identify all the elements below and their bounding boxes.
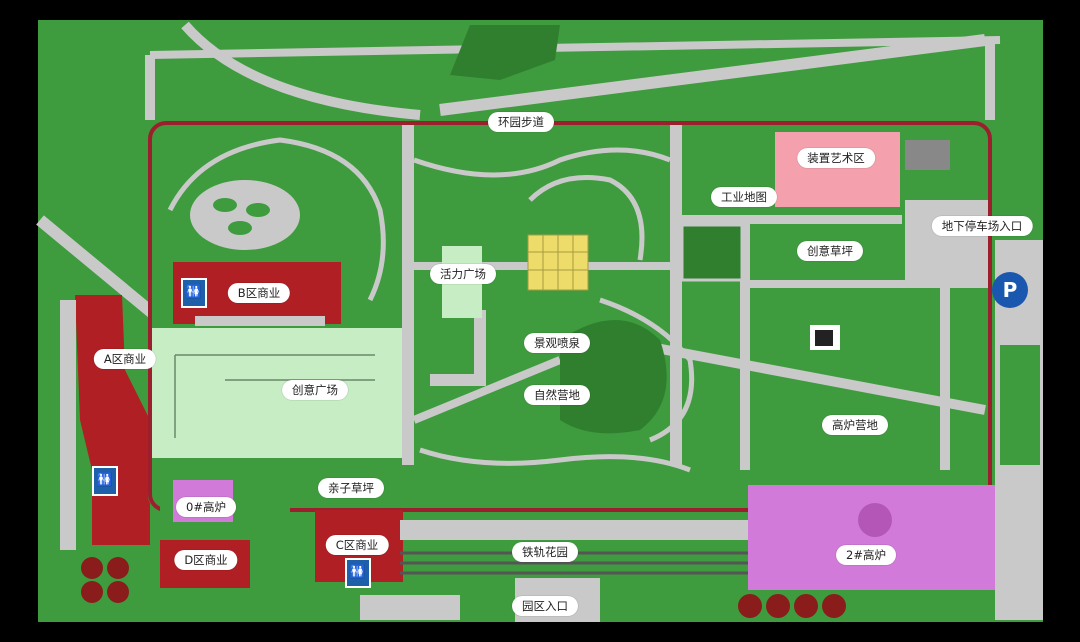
label-vitality-plaza: 活力广场 bbox=[430, 264, 496, 284]
loop-trail-line bbox=[148, 121, 992, 512]
parking-grid bbox=[905, 200, 990, 280]
ind-block bbox=[680, 223, 744, 282]
bottom-path bbox=[360, 595, 460, 620]
label-b-commercial: B区商业 bbox=[227, 283, 291, 303]
label-furnace-2: 2#高炉 bbox=[836, 545, 896, 565]
tank-7 bbox=[794, 594, 818, 618]
top-dark-grass bbox=[450, 25, 560, 80]
curve-path-1 bbox=[167, 137, 386, 302]
furnace-2-building bbox=[748, 485, 1003, 590]
curve-path-2 bbox=[413, 147, 671, 178]
art-zone bbox=[775, 132, 900, 207]
label-d-commercial: D区商业 bbox=[174, 550, 238, 570]
parking-icon: P bbox=[992, 272, 1028, 308]
label-fountain: 景观喷泉 bbox=[524, 333, 590, 353]
toilet-icon: 🚻 bbox=[345, 558, 371, 588]
tank-8 bbox=[822, 594, 846, 618]
rail-band bbox=[400, 520, 750, 540]
label-natural-camp: 自然营地 bbox=[524, 385, 590, 405]
label-a-commercial: A区商业 bbox=[93, 349, 157, 369]
tank-6 bbox=[766, 594, 790, 618]
a-strip bbox=[60, 300, 76, 550]
top-path bbox=[149, 36, 1001, 59]
curve-path-5 bbox=[599, 297, 695, 443]
right-strip-grass bbox=[1000, 345, 1040, 465]
label-creative-lawn: 创意草坪 bbox=[797, 241, 863, 261]
leaf-pond bbox=[190, 180, 300, 250]
path-vertical-3 bbox=[740, 215, 750, 470]
curve-path-3 bbox=[528, 175, 645, 261]
diagonal-east bbox=[639, 340, 986, 415]
b-walk bbox=[195, 316, 325, 326]
fountain-grid bbox=[528, 235, 588, 290]
tank-5 bbox=[738, 594, 762, 618]
label-installation-art: 装置艺术区 bbox=[797, 148, 875, 168]
path-west-fountain bbox=[430, 310, 486, 386]
label-railway-garden: 铁轨花园 bbox=[512, 542, 578, 562]
label-furnace-0: 0#高炉 bbox=[176, 497, 236, 517]
label-kids-lawn: 亲子草坪 bbox=[318, 478, 384, 498]
path-horizontal-2 bbox=[750, 280, 990, 288]
label-industrial-map: 工业地图 bbox=[711, 187, 777, 207]
label-furnace-camp: 高炉营地 bbox=[822, 415, 888, 435]
tank-1 bbox=[81, 557, 103, 579]
leaf-1 bbox=[213, 198, 237, 212]
label-creative-plaza: 创意广场 bbox=[282, 380, 348, 400]
diagonal-center bbox=[412, 356, 562, 424]
path-vertical-2 bbox=[670, 125, 682, 465]
diagonal-road bbox=[439, 34, 986, 116]
tank-4 bbox=[107, 581, 129, 603]
black-block bbox=[815, 330, 833, 346]
tank-2 bbox=[107, 557, 129, 579]
label-park-entrance: 园区入口 bbox=[512, 596, 578, 616]
label-c-commercial: C区商业 bbox=[325, 535, 389, 555]
furnace-2-core bbox=[858, 503, 892, 537]
label-loop-trail: 环园步道 bbox=[488, 112, 554, 132]
leaf-3 bbox=[228, 221, 252, 235]
label-underground-parking: 地下停车场入口 bbox=[931, 216, 1033, 236]
curve-path-4 bbox=[419, 447, 691, 473]
toilet-icon: 🚻 bbox=[92, 466, 118, 496]
path-vertical-4 bbox=[940, 240, 950, 470]
gray-structure bbox=[905, 140, 950, 170]
path-vertical-1 bbox=[402, 125, 414, 465]
path-horizontal-1 bbox=[682, 215, 902, 224]
toilet-icon: 🚻 bbox=[181, 278, 207, 308]
creative-plaza-area bbox=[150, 328, 405, 458]
top-curve-path bbox=[181, 21, 421, 120]
leaf-2 bbox=[246, 203, 270, 217]
tank-3 bbox=[81, 581, 103, 603]
